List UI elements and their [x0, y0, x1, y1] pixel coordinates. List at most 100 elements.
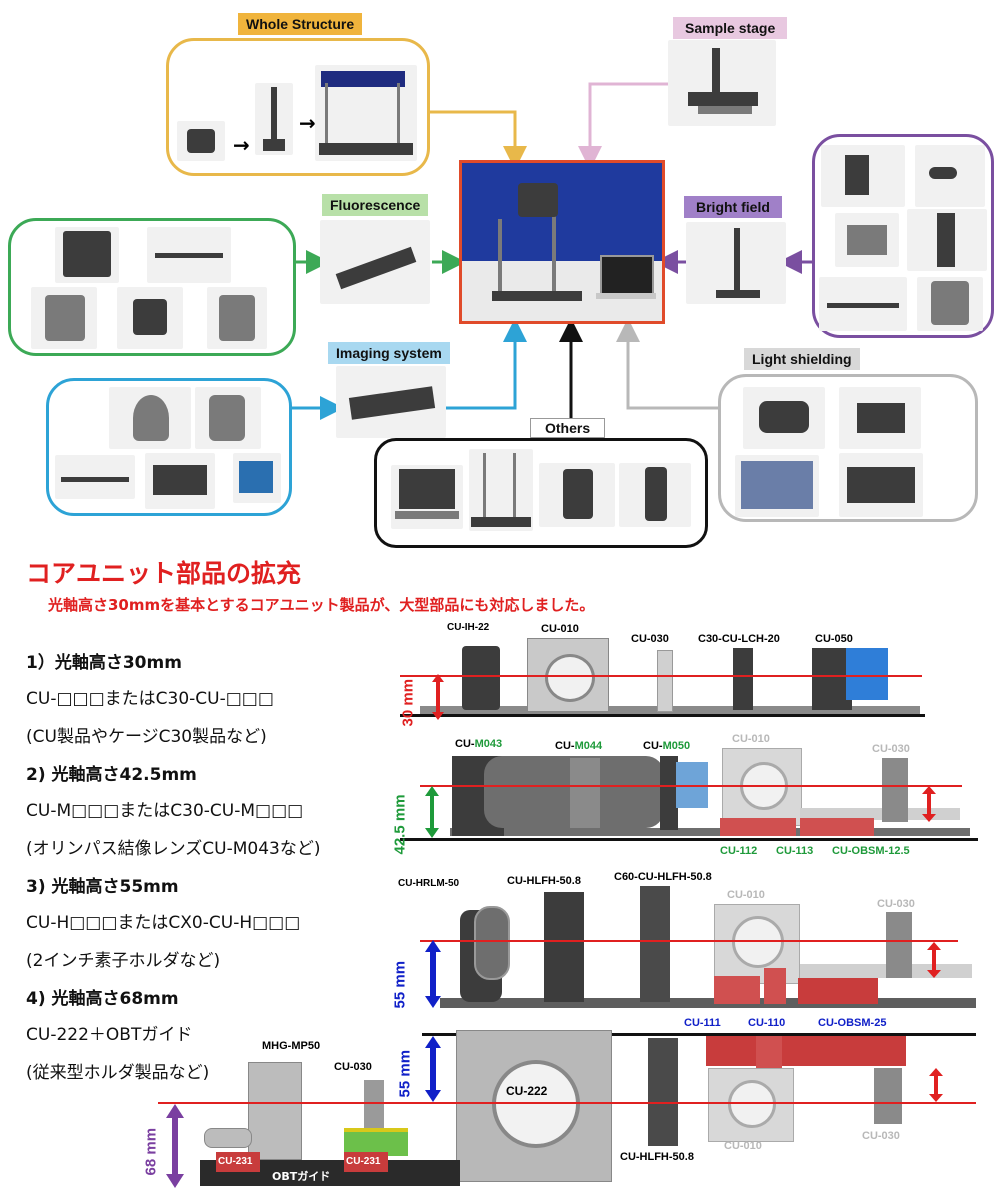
arrow-imaging-out [446, 318, 527, 410]
height-arrow-55 [425, 940, 441, 1008]
cu-hlfh-50-8-part [648, 1038, 678, 1146]
label-cu-231-right: CU-231 [346, 1156, 381, 1167]
label-obt-guide: OBTガイド [272, 1170, 331, 1183]
optical-axis-30 [400, 675, 922, 677]
height-arrow-55-row4 [425, 1036, 441, 1102]
section-subtitle: 光軸高さ30mmを基本とするコアユニット製品が、大型部品にも対応しました。 [48, 596, 595, 614]
tag-others: Others [530, 418, 606, 438]
label-cu-222: CU-222 [506, 1084, 548, 1098]
height-arrow-55-right [927, 942, 941, 978]
cover-part-photo [743, 387, 825, 449]
tag-fluorescence: Fluorescence [322, 194, 429, 216]
light-shielding-group [718, 374, 978, 522]
arrow-light-shielding [616, 318, 718, 410]
spec-4-line1: CU-222＋OBTガイド [26, 1025, 193, 1045]
cu-050-part [812, 648, 852, 710]
ring-mount-photo [109, 387, 191, 449]
label-cu-010: CU-010 [724, 1140, 762, 1152]
spec-4-title: 4) 光軸高さ68mm [26, 989, 179, 1009]
height-label-42-5: 42.5 mm [391, 794, 409, 855]
rod-photo [147, 227, 231, 283]
spec-2-title: 2) 光軸高さ42.5mm [26, 765, 197, 785]
cu-m044-part [570, 758, 600, 828]
others-group [374, 438, 708, 548]
label-c60-cu-hlfh-50-8: C60-CU-HLFH-50.8 [614, 871, 712, 883]
cu-030-part [882, 758, 908, 822]
height-label-68: 68 mm [142, 1127, 160, 1176]
spec-1-title: 1）光軸高さ30mm [26, 653, 182, 673]
cu-030-part [657, 650, 673, 712]
bracket-photo [539, 463, 615, 527]
bright-field-photo [686, 222, 786, 304]
arrow-sample-stage [578, 82, 668, 170]
slot-holder-photo [907, 209, 987, 271]
cu-ih-22-part [462, 646, 500, 710]
sample-stage-photo [668, 40, 776, 126]
spec-2-line2: (オリンパス結像レンズCU-M043など) [26, 839, 321, 859]
label-mhg-mp50: MHG-MP50 [262, 1040, 321, 1052]
label-cu-113: CU-113 [776, 845, 814, 857]
cover-part-photo [839, 387, 921, 449]
led-cable-photo [915, 145, 985, 207]
spec-1-line1: CU-□□□またはC30-CU-□□□ [26, 689, 274, 709]
mhg-mp50-part [248, 1062, 302, 1160]
laptop-photo [391, 465, 463, 529]
optical-axis-42-5 [420, 785, 962, 787]
cu-222-part [456, 1030, 612, 1182]
cu-231-right-part [344, 1152, 388, 1172]
label-cu-obsm-12-5: CU-OBSM-12.5 [832, 845, 910, 857]
label-cu-010: CU-010 [541, 623, 579, 635]
rod-photo [819, 277, 907, 331]
fluorescence-group [8, 218, 296, 356]
whole-structure-group: → → [166, 38, 430, 176]
cu-obsm-12-5-part [800, 818, 874, 836]
label-cu-m043: CU-M043 [455, 738, 503, 750]
spec-2-line1: CU-M□□□またはC30-CU-M□□□ [26, 801, 304, 821]
plate-holder-photo [821, 145, 905, 207]
cu-obsm-25-part [798, 978, 878, 1004]
arrow-right-icon: → [233, 133, 250, 157]
imaging-system-photo [336, 366, 446, 438]
label-cu-231-left: CU-231 [218, 1156, 253, 1167]
bright-field-group [812, 134, 994, 338]
c30-cu-lch-20-part [733, 648, 753, 710]
spec-3-line1: CU-H□□□またはCX0-CU-H□□□ [26, 913, 301, 933]
light-source-photo [55, 227, 119, 283]
height-arrow-68 [166, 1104, 184, 1188]
spec-4-line2: (従来型ホルダ製品など) [26, 1063, 210, 1083]
camera-part [846, 648, 888, 700]
ring-mount-photo [195, 387, 261, 449]
spec-3-title: 3) 光軸高さ55mm [26, 877, 179, 897]
frame-structure-photo [315, 65, 417, 161]
height-label-30: 30 mm [399, 678, 417, 727]
section-title: コアユニット部品の拡充 [26, 559, 302, 588]
label-cu-111: CU-111 [684, 1017, 721, 1029]
label-cu-050: CU-050 [815, 633, 853, 645]
label-cu-110: CU-110 [748, 1017, 786, 1029]
cu-030-part [886, 912, 912, 978]
cube-photo [117, 287, 183, 349]
cube-mount-photo [177, 121, 225, 161]
bellows-photo [145, 453, 215, 509]
tag-whole-structure: Whole Structure [238, 13, 363, 35]
tag-sample-stage: Sample stage [673, 17, 788, 39]
cu-112-part [720, 818, 776, 836]
center-microscope-assembly [459, 160, 665, 324]
flow-arrows [292, 82, 812, 420]
tag-light-shielding: Light shielding [744, 348, 860, 370]
label-cu-m044: CU-M044 [555, 740, 603, 752]
spec-1-line2: (CU製品やケージC30製品など) [26, 727, 267, 747]
label-cu-010: CU-010 [732, 733, 770, 745]
bracket-photo [835, 213, 899, 267]
post-assembly-photo [255, 83, 293, 155]
height-arrow-30 [432, 674, 444, 720]
label-cu-030: CU-030 [877, 898, 915, 910]
label-c30-cu-lch-20: C30-CU-LCH-20 [698, 633, 780, 645]
height-arrow-42-5 [425, 786, 439, 838]
camera-photo [233, 453, 281, 503]
spec-3-line2: (2インチ素子ホルダなど) [26, 951, 221, 971]
label-cu-030: CU-030 [631, 633, 669, 645]
optical-axis-68 [158, 1102, 976, 1104]
cu-030-post [364, 1080, 384, 1130]
cu-030-part [874, 1068, 902, 1124]
